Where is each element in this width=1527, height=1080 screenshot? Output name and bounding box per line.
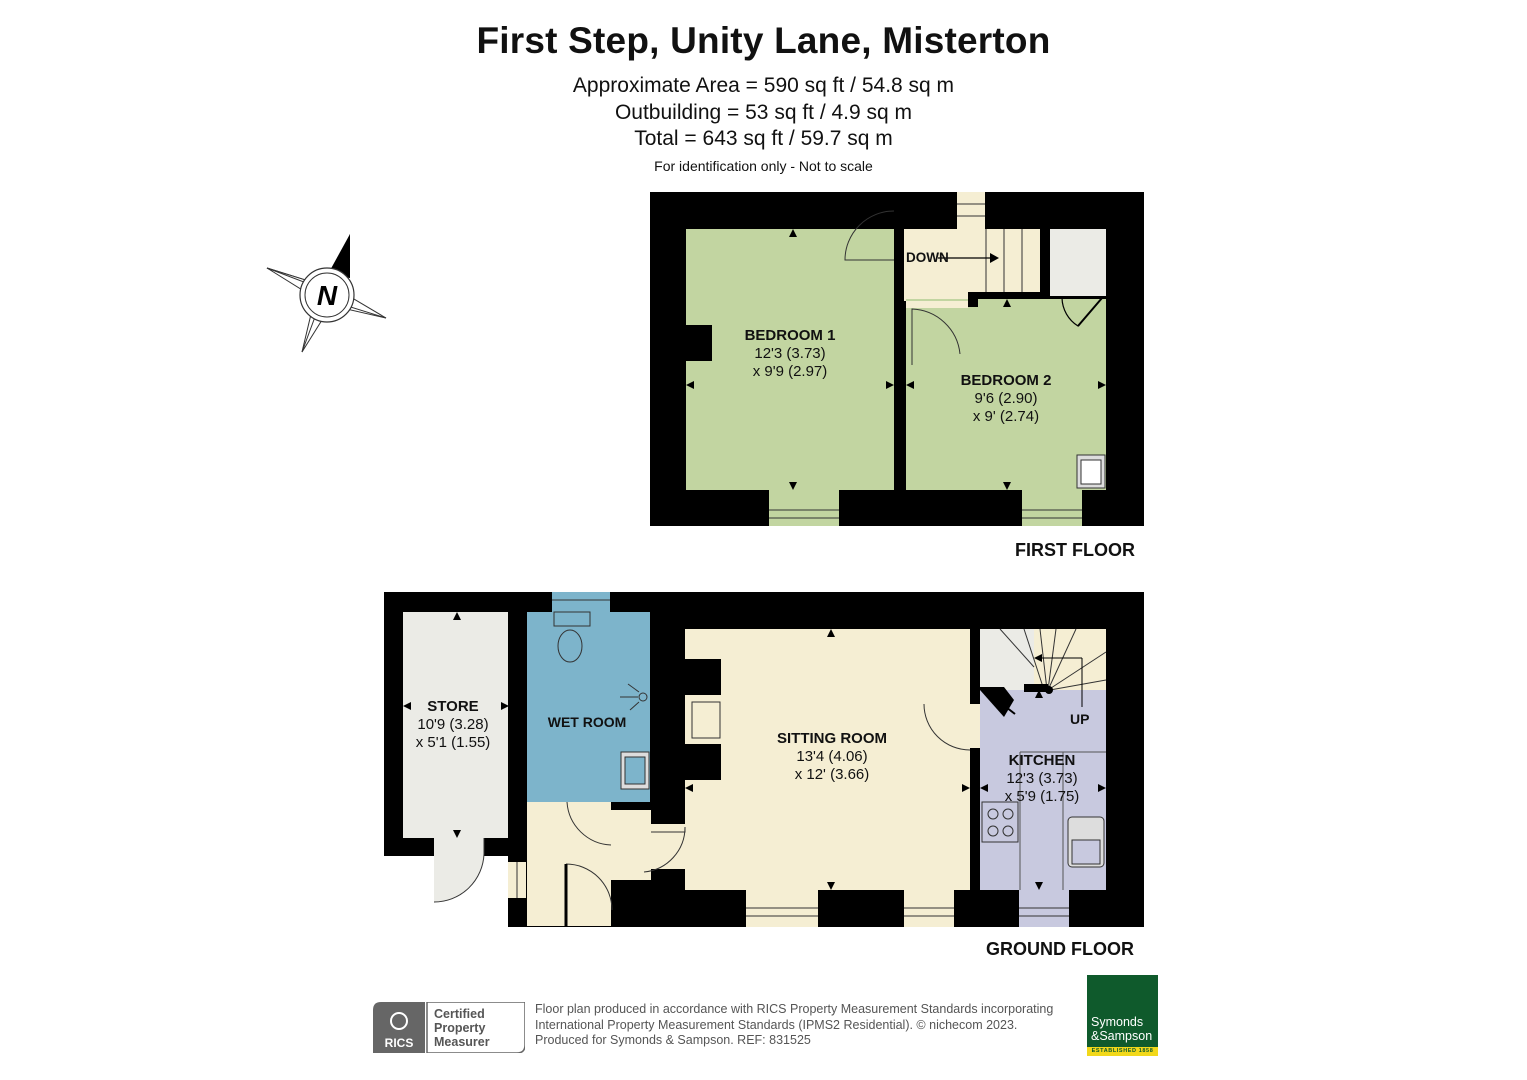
first-floor-label: FIRST FLOOR (1015, 540, 1135, 560)
first-floor-plan: DOWN BEDROOM 1 12'3 (3.73) x 9'9 (2.97) … (650, 192, 1144, 526)
svg-text:Certified: Certified (434, 1007, 485, 1021)
room-store: STORE 10'9 (3.28) x 5'1 (1.55) (415, 698, 491, 751)
outbuilding-area: Outbuilding = 53 sq ft / 4.9 sq m (614, 101, 913, 124)
north-compass-icon: N (262, 230, 392, 360)
compass-north-label: N (317, 280, 338, 311)
approximate-area: Approximate Area = 590 sq ft / 54.8 sq m (572, 74, 955, 97)
room-bedroom-2: BEDROOM 2 9'6 (2.90) x 9' (2.74) (960, 372, 1052, 425)
ground-floor-label: GROUND FLOOR (986, 939, 1134, 959)
stairs-up-label: UP (1070, 711, 1089, 727)
symonds-sampson-logo: Symonds&Sampson ESTABLISHED 1858 (1087, 975, 1158, 1056)
room-bedroom-1: BEDROOM 1 12'3 (3.73) x 9'9 (2.97) (744, 327, 836, 380)
ground-floor-plan: UP STORE 10'9 (3.28) x 5'1 (1.55) WET RO… (384, 592, 1144, 927)
svg-text:RICS: RICS (385, 1036, 414, 1050)
room-sitting-room: SITTING ROOM 13'4 (4.06) x 12' (3.66) (777, 730, 887, 783)
stairs-down-label: DOWN (906, 250, 949, 265)
svg-text:Measurer: Measurer (434, 1035, 490, 1049)
svg-text:Property: Property (434, 1021, 485, 1035)
plan-title: First Step, Unity Lane, Misterton (476, 20, 1051, 61)
rics-certified-badge: RICS Certified Property Measurer (373, 1001, 526, 1054)
room-wet-room: WET ROOM (547, 714, 627, 730)
footer-disclaimer: Floor plan produced in accordance with R… (535, 1002, 1054, 1047)
scale-disclaimer: For identification only - Not to scale (654, 158, 873, 174)
room-kitchen: KITCHEN 12'3 (3.73) x 5'9 (1.75) (1004, 752, 1080, 805)
total-area: Total = 643 sq ft / 59.7 sq m (634, 127, 893, 150)
